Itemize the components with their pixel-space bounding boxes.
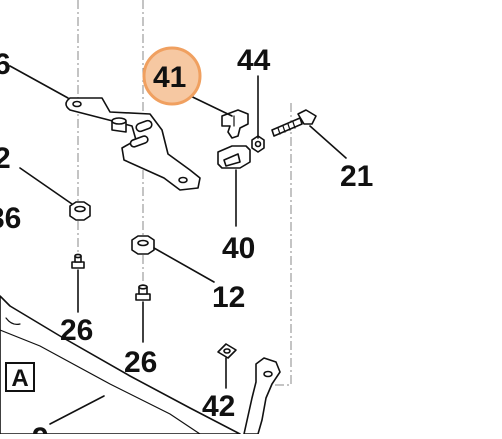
callout-9: 9 [32,422,49,434]
highlight-callout-circle [142,46,202,106]
leader-9 [49,395,105,425]
nut-part [251,135,265,153]
lever-part [221,109,249,139]
callout-26-middle: 26 [124,346,157,379]
center-line-right [270,103,292,386]
callout-6: 6 [0,48,11,81]
callout-2: 2 [0,142,11,175]
washer-part [217,343,237,359]
callout-41: 41 [153,61,186,94]
callout-42: 42 [202,390,235,423]
callout-36: 36 [0,202,21,235]
callout-44: 44 [237,44,271,77]
callout-40: 40 [222,232,255,265]
view-marker-letter: A [11,365,28,392]
leader-2 [19,167,73,205]
bolt-part [271,109,317,137]
flange-nut-part-upper [69,201,91,221]
stud-part-left [71,253,85,269]
leader-6 [9,65,69,99]
stud-part-middle [135,284,151,301]
mounting-plate-part [65,97,201,191]
leader-21 [309,125,347,159]
pedal-arm-part [243,357,281,435]
callout-12: 12 [212,281,245,314]
callout-26-left: 26 [60,314,93,347]
view-marker-a: A [5,362,35,392]
leader-12 [153,247,215,283]
callout-21: 21 [340,160,373,193]
flange-nut-part-lower [131,235,155,255]
clevis-part [217,145,251,169]
